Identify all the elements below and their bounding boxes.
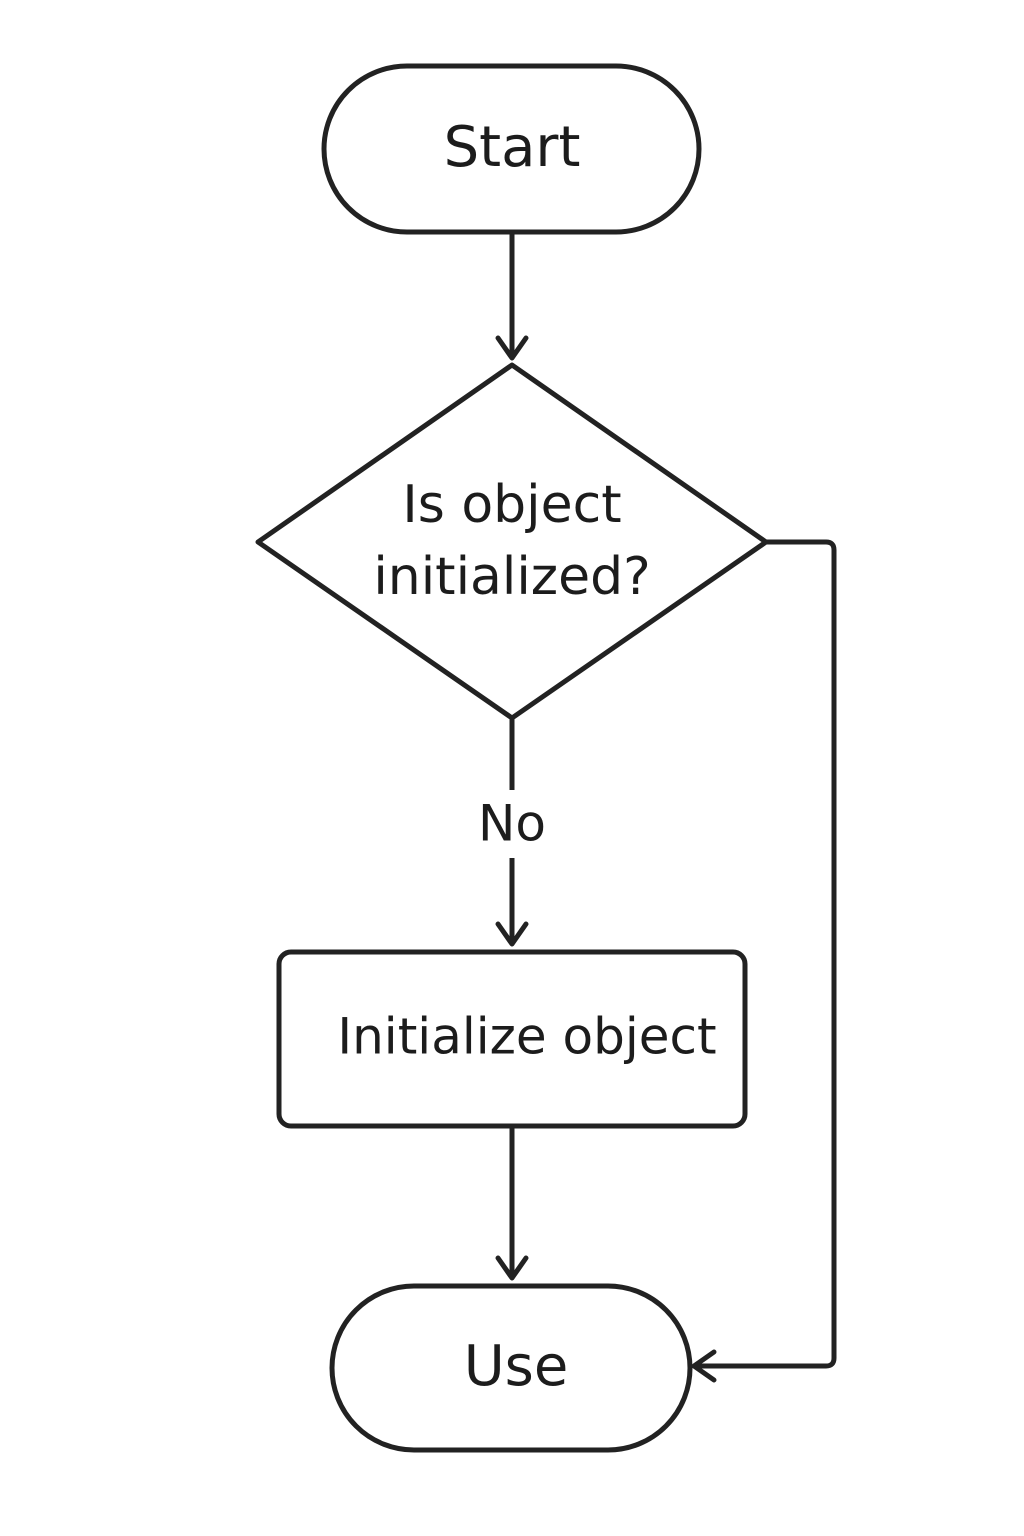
connector-decision-to-process: No <box>478 718 546 947</box>
arrowhead-down-icon <box>495 335 529 361</box>
process-node: Initialize object <box>276 949 748 1129</box>
arrowhead-down-icon <box>495 921 529 947</box>
arrowhead-down-icon <box>495 1255 529 1281</box>
start-label: Start <box>444 115 581 180</box>
arrowhead-left-icon <box>691 1349 717 1383</box>
edge-label-no: No <box>478 795 546 853</box>
end-label: Use <box>464 1334 569 1399</box>
connector-path <box>694 539 837 1369</box>
start-node: Start <box>321 63 702 235</box>
connector-start-to-decision <box>495 232 529 361</box>
connector-decision-to-use-bypass <box>691 539 837 1383</box>
end-node: Use <box>329 1283 693 1453</box>
decision-diamond-shape <box>255 362 769 721</box>
process-label: Initialize object <box>337 1008 716 1066</box>
connector-process-to-use <box>495 1126 529 1281</box>
decision-label-line2: initialized? <box>373 547 650 607</box>
decision-label-line1: Is object <box>402 475 621 535</box>
decision-node: Is object initialized? <box>255 362 769 721</box>
end-terminal-shape <box>329 1283 693 1453</box>
